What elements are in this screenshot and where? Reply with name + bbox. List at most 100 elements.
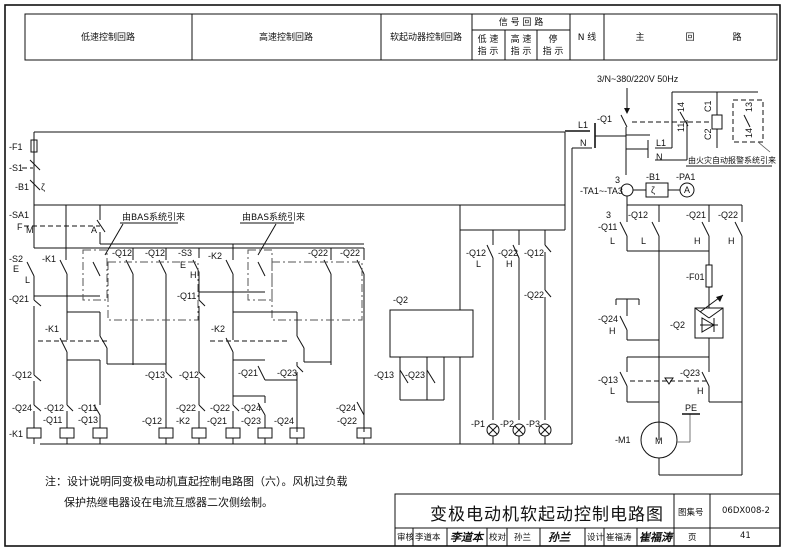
- coils: [26, 427, 372, 439]
- q22-main-label: -Q22: [718, 210, 738, 220]
- designer-name: 崔福涛: [606, 533, 632, 543]
- s-h-label: H: [506, 259, 513, 269]
- pa1-a: A: [684, 185, 690, 195]
- q22e-label: -Q22: [210, 403, 230, 413]
- q22d-label: -Q22: [176, 403, 196, 413]
- coil-q11-label: -Q11: [43, 415, 62, 425]
- s3-e: E: [180, 260, 186, 270]
- coil-q21: [225, 427, 241, 439]
- q21-main-label: -Q21: [686, 210, 706, 220]
- p3-label: -P3: [526, 419, 540, 429]
- header-signal-low-1: 低 速: [478, 33, 499, 45]
- q1-label: -Q1: [597, 114, 612, 124]
- ammeter-icon: [679, 182, 695, 198]
- sa1-m: M: [26, 225, 34, 235]
- header-table: 低速控制回路 高速控制回路 软起动器控制回路 信 号 回 路 低 速 指 示 高…: [24, 13, 778, 61]
- k2c-label: -K2: [211, 324, 225, 334]
- q13-label: -Q13: [145, 370, 165, 380]
- header-signal-low-2: 指 示: [478, 45, 499, 57]
- sa1-label: -SA1: [9, 210, 29, 220]
- control-circuit: -F1 -S1 -B1 ζ -SA1 F M A 由BAS系统引来 由BAS系统…: [9, 131, 566, 444]
- t14b-label: 14: [744, 128, 754, 138]
- header-main-2: 回: [685, 32, 694, 43]
- q23-label: -Q23: [277, 368, 297, 378]
- n-label: N: [580, 138, 587, 148]
- t11-label: 11: [676, 123, 686, 132]
- checker-signature: 孙兰: [548, 531, 570, 544]
- q13s-label: -Q13: [374, 370, 394, 380]
- ta-label: -TA1~-TA3: [580, 186, 623, 196]
- s1-label: -S1: [9, 163, 23, 173]
- coil-q13-label: -Q13: [78, 415, 98, 425]
- check-label: 校对: [489, 533, 507, 543]
- h-label-1: H: [694, 236, 701, 246]
- q24e-label: -Q24: [336, 403, 356, 413]
- f01-label: -F01: [686, 272, 705, 282]
- checker-name: 孙兰: [514, 533, 532, 543]
- coil-k1-label: -K1: [9, 429, 23, 439]
- coil-q11: [59, 427, 75, 439]
- coil-q21-label: -Q21: [207, 416, 227, 426]
- q21-label: -Q21: [9, 294, 29, 304]
- header-signal-stop-1: 停: [548, 33, 557, 45]
- q22b-label: -Q22: [340, 248, 360, 258]
- t14-label: 14: [676, 102, 686, 112]
- header-signal: 信 号 回 路: [499, 16, 544, 28]
- q24-main-label: -Q24: [598, 314, 618, 324]
- header-signal-stop-2: 指 示: [543, 45, 564, 57]
- q12a-label: -Q12: [112, 248, 132, 258]
- q12b-label: -Q12: [145, 248, 165, 258]
- design-label: 设计: [587, 533, 605, 543]
- three-label: 3: [606, 210, 611, 220]
- l-label-2: L: [641, 236, 646, 246]
- q2-label: -Q2: [393, 295, 408, 305]
- p1-label: -P1: [471, 419, 485, 429]
- k2-label: -K2: [208, 251, 222, 261]
- q22a-label: -Q22: [308, 248, 328, 258]
- soft-starter-icon: [694, 307, 724, 339]
- q13-main-label: -Q13: [598, 375, 618, 385]
- coil-q12-label: -Q12: [142, 416, 162, 426]
- k1c-label: -K1: [45, 324, 59, 334]
- bas-note-2: 由BAS系统引来: [242, 211, 305, 223]
- coil-k1: [26, 427, 42, 439]
- q11-main-label: -Q11: [598, 222, 617, 232]
- coil-q24-label: -Q24: [274, 416, 294, 426]
- b1-label: -B1: [15, 182, 29, 192]
- s2-label: -S2: [9, 254, 23, 264]
- reviewer-name: 李道本: [415, 533, 441, 543]
- page-number: 41: [740, 531, 751, 541]
- t13-label: 13: [744, 102, 754, 112]
- k1-label: -K1: [42, 254, 56, 264]
- q12c-label: -Q12: [12, 370, 32, 380]
- pa1-label: -PA1: [676, 172, 695, 182]
- p2-label: -P2: [500, 419, 514, 429]
- review-label: 审核: [397, 533, 415, 543]
- coil-q22-label: -Q22: [337, 416, 357, 426]
- q11-label: -Q11: [177, 291, 196, 301]
- header-main-3: 路: [732, 31, 741, 43]
- header-soft-starter: 软起动器控制回路: [390, 31, 462, 43]
- nb-label: N: [656, 152, 663, 162]
- q12d-label: -Q12: [44, 403, 64, 413]
- q21b-label: -Q21: [238, 368, 258, 378]
- coil-k2: [191, 427, 207, 439]
- q23-main-label: -Q23: [680, 368, 700, 378]
- title-block: [394, 493, 781, 547]
- header-signal-high-2: 指 示: [511, 45, 532, 57]
- b1-relay-glyph: ζ: [651, 185, 655, 195]
- c1-label: C1: [703, 100, 713, 112]
- ta-three: 3: [615, 175, 620, 185]
- motor-m: M: [655, 436, 663, 446]
- drawing-frame: [4, 4, 781, 547]
- header-main-1: 主: [635, 31, 644, 43]
- l-label-1: L: [610, 236, 615, 246]
- sa1-f: F: [17, 222, 23, 232]
- fire-alarm-note: 由火灾自动报警系统引来: [688, 155, 776, 165]
- q2-main-label: -Q2: [670, 320, 685, 330]
- f1-label: -F1: [9, 142, 23, 152]
- sa1-a: A: [91, 225, 97, 235]
- page-label: 页: [688, 533, 697, 543]
- q24-h-label: H: [609, 326, 616, 336]
- q24-label: -Q24: [12, 403, 32, 413]
